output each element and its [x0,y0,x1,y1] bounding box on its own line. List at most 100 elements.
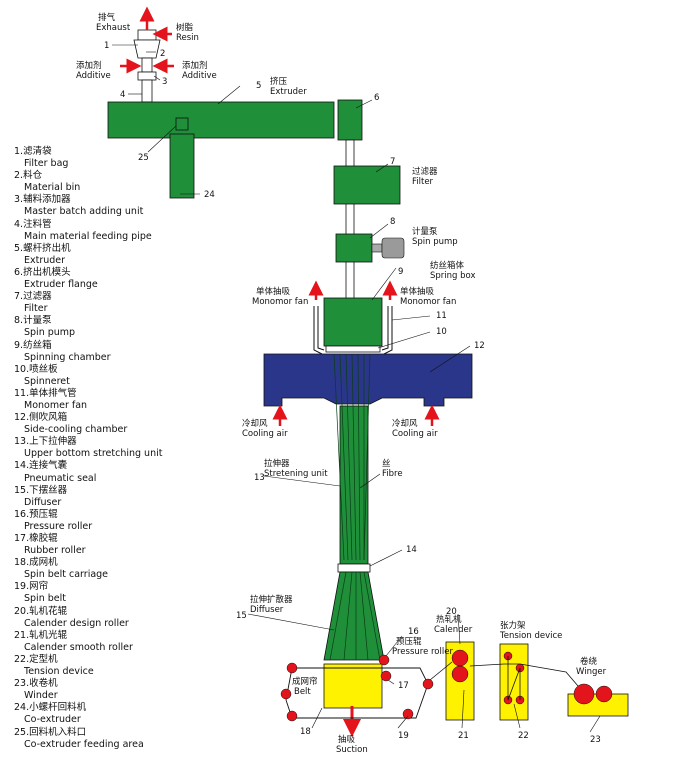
callout-23: 23 [590,735,601,745]
callout-20: 20 [446,607,457,617]
legend-item-20-zh: 20.轧机花辊 [14,605,68,617]
spinning-chamber [323,297,383,347]
diffuser-label-en: Diffuser [250,605,284,615]
legend-item-21-zh: 21.轧机光辊 [14,629,68,641]
legend-item-16-en: Pressure roller [24,520,93,532]
extruder [107,101,335,139]
diffuser-label-zh: 拉伸扩散器 [250,594,293,605]
legend-item-5-zh: 5.螺杆挤出机 [14,242,71,254]
suction-label-zh: 抽吸 [338,734,356,745]
monomer-fan-ducts [313,306,393,355]
legend-item-25-en: Co-extruder feeding area [24,738,144,750]
legend-item-14-en: Pneumatic seal [24,472,97,484]
pressure-label-zh: 预压辊 [396,636,422,647]
callout-4: 4 [120,90,125,100]
tension-web [507,656,521,701]
callout-13: 13 [254,473,265,483]
monomor-left-zh: 单体抽吸 [256,286,291,297]
callout-18: 18 [300,727,311,737]
resin-label-en: Resin [176,33,199,43]
callout-8: 8 [390,217,395,227]
legend-item-9-zh: 9.纺丝箱 [14,339,52,351]
legend-item-13-en: Upper bottom stretching unit [24,448,163,460]
legend-item-8-en: Spin pump [24,327,76,339]
legend-item-15-en: Diffuser [24,496,62,508]
callout-9: 9 [398,267,403,277]
legend-item-5-en: Extruder [24,254,66,266]
tension-label-en: Tension device [499,631,562,641]
callout-24: 24 [204,190,215,200]
legend-item-23-zh: 23.收卷机 [14,678,58,690]
tension-label-zh: 张力架 [500,620,526,631]
fibre-label-zh: 丝 [382,458,391,469]
monomor-left-en: Monomor fan [252,297,308,307]
calender-label-en: Calender [434,625,473,635]
filter [333,165,401,205]
legend-item-20-en: Calender design roller [24,617,129,629]
spinpump-label-zh: 计量泵 [412,226,438,237]
additive-left-zh: 添加剂 [76,60,102,71]
exhaust-label-zh: 排气 [98,12,116,23]
legend-item-4-zh: 4.注料管 [14,218,52,230]
cooling-right-zh: 冷却风 [392,418,418,429]
legend-item-15-zh: 15.下摆丝器 [14,484,68,496]
springbox-label-zh: 纺丝箱体 [430,260,465,271]
legend-item-14-zh: 14.连接气囊 [14,460,68,472]
legend-item-12-en: Side-cooling chamber [24,424,128,436]
additive-right-en: Additive [182,71,217,81]
legend-item-12-zh: 12.侧吹风箱 [14,412,68,424]
legend-item-8-zh: 8.计量泵 [14,315,52,327]
callout-22: 22 [518,731,529,741]
calender-rollers [451,649,469,683]
callout-16: 16 [408,627,419,637]
legend-item-18-zh: 18.成网机 [14,557,58,569]
diffuser [323,571,385,661]
legend-item-9-en: Spinning chamber [24,351,111,363]
filter-label-zh: 过滤器 [412,166,438,177]
monomor-fan-arrows [308,280,398,300]
callout-12: 12 [474,341,485,351]
legend-item-18-en: Spin belt carriage [24,569,109,581]
legend-item-11-zh: 11.单体排气管 [14,387,77,399]
callout-25: 25 [138,153,149,163]
stretching-label-en: Stretening unit [264,469,328,479]
suction-label-en: Suction [336,745,368,755]
extruder-label-zh: 挤压 [270,76,288,87]
spin-pump-motor [371,237,405,259]
legend-item-24-en: Co-extruder [24,714,81,726]
co-extruder [169,133,195,199]
callout-14: 14 [406,545,417,555]
belt-rollers [280,654,434,722]
exhaust-label-en: Exhaust [96,23,131,33]
melt-pipe [345,139,355,301]
spin-belt [285,667,429,719]
winger-label-en: Winger [576,667,607,677]
diffuser-strands [329,571,381,661]
callout-1: 1 [104,41,109,51]
spinpump-label-en: Spin pump [412,237,458,247]
legend-item-21-en: Calender smooth roller [24,641,133,653]
callout-19: 19 [398,731,409,741]
legend-item-6-zh: 6.挤出机模头 [14,266,71,278]
legend-item-2-en: Material bin [24,182,81,194]
legend-item-10-zh: 10.喷丝板 [14,363,58,375]
legend-item-3-en: Master batch adding unit [24,206,144,218]
monomor-right-zh: 单体抽吸 [400,286,435,297]
legend-item-19-zh: 19.网帘 [14,581,49,593]
spinneret [325,345,381,353]
callout-7: 7 [390,157,395,167]
callout-21: 21 [458,731,469,741]
resin-label-zh: 树脂 [176,22,194,33]
legend-item-7-en: Filter [24,303,48,315]
winger-label-zh: 卷绕 [580,656,598,667]
stretching-unit [339,405,369,565]
calender-label-zh: 热轧机 [436,614,462,625]
belt-label-en: Belt [294,687,311,697]
callout-2: 2 [160,49,165,59]
winder-rolls [573,683,613,705]
material-bin [133,29,161,103]
monomor-right-en: Monomor fan [400,297,456,307]
spin-pump [335,233,373,263]
legend-item-22-zh: 22.定型机 [14,653,58,665]
legend-item-1-zh: 1.滤清袋 [14,146,52,157]
